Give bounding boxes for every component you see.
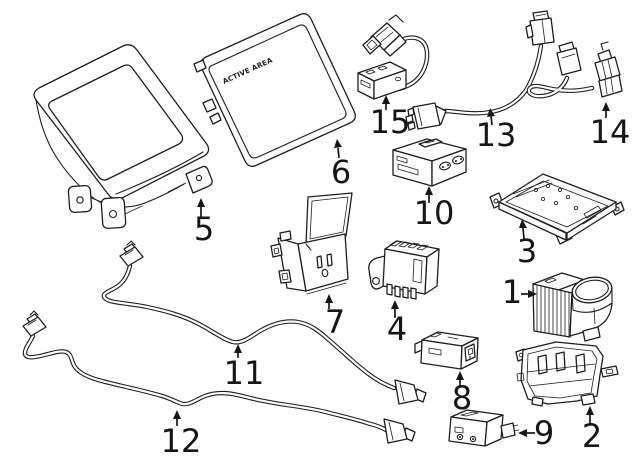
- callout-4-label: 4: [387, 310, 407, 348]
- callout-10: 10: [414, 186, 455, 232]
- callout-14: 14: [590, 102, 631, 151]
- part-5-display-bezel: [33, 44, 213, 230]
- callout-1-label: 1: [502, 273, 522, 311]
- callout-8: 8: [452, 371, 472, 417]
- callout-9-label: 9: [534, 414, 554, 452]
- part-10-interface-module: [392, 138, 467, 187]
- callout-6-label: 6: [331, 153, 351, 191]
- part-6-display-screen: ACTIVE AREA: [193, 13, 356, 167]
- callout-12: 12: [161, 410, 202, 460]
- callout-14-label: 14: [590, 113, 631, 151]
- callout-11: 11: [224, 344, 265, 392]
- callout-3: 3: [517, 219, 537, 270]
- part-9-module: [448, 409, 520, 447]
- part-12-antenna-cable: [22, 310, 416, 444]
- part-1-controller-knob-unit: [532, 272, 613, 342]
- part-4-module-with-bracket: [368, 240, 440, 300]
- callout-1: 1: [502, 273, 537, 311]
- callout-15-label: 15: [370, 103, 411, 141]
- callout-7-label: 7: [325, 303, 345, 341]
- part-7-accessory-power-outlet: [270, 192, 353, 295]
- part-2-mounting-bracket: [515, 341, 619, 407]
- callout-13: 13: [476, 108, 517, 154]
- callout-7: 7: [325, 294, 345, 341]
- callout-12-label: 12: [161, 422, 202, 460]
- part-8-usb-port-unit: [414, 331, 479, 370]
- callout-5: 5: [194, 198, 214, 248]
- callout-2: 2: [582, 406, 602, 455]
- callout-4: 4: [387, 300, 407, 348]
- callout-6: 6: [331, 139, 351, 191]
- part-13-antenna-cable: [405, 10, 555, 131]
- part-3-control-module: [489, 173, 625, 245]
- callout-2-label: 2: [582, 417, 602, 455]
- part-14-cable-jumper: [526, 41, 623, 99]
- callout-13-label: 13: [476, 116, 517, 154]
- callout-15: 15: [370, 95, 411, 141]
- callout-9: 9: [518, 414, 554, 452]
- callout-8-label: 8: [452, 379, 472, 417]
- part-11-antenna-cable: [101, 240, 427, 405]
- callouts: 1 2 3 4 5 6 7: [161, 95, 631, 460]
- callout-11-label: 11: [224, 354, 265, 392]
- callout-5-label: 5: [194, 210, 214, 248]
- callout-3-label: 3: [517, 232, 537, 270]
- part-15-usb-cable: [357, 14, 430, 100]
- callout-10-label: 10: [414, 194, 455, 232]
